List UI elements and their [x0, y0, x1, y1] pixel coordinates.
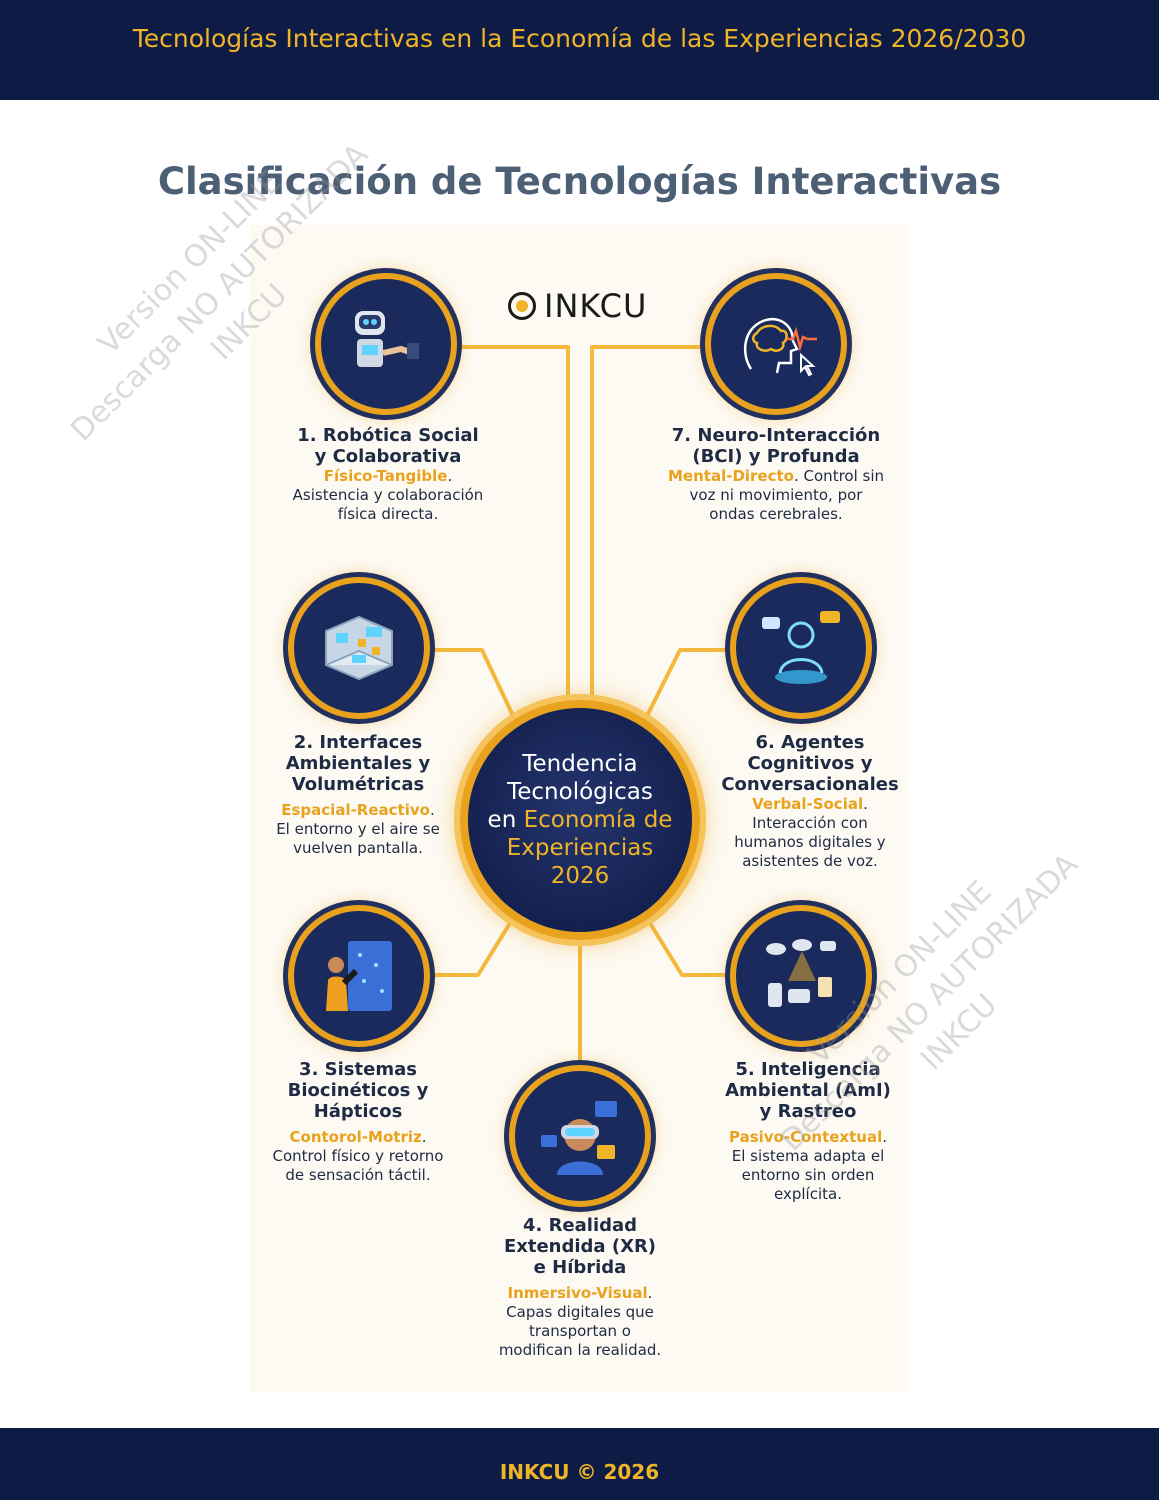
- node-1-label: 1. Robótica Social y Colaborativa Físico…: [280, 425, 496, 524]
- node-3-tag: Contorol-Motriz: [289, 1128, 422, 1146]
- node-3-desc: Control físico y retorno de sensación tá…: [272, 1147, 444, 1184]
- node-5-name-line3: y Rastreo: [759, 1101, 857, 1122]
- node-2-circle: [288, 577, 430, 719]
- holographic-room-icon: [325, 615, 393, 681]
- connector-lines: [428, 345, 732, 1067]
- node-6-label: 6. Agentes Cognitivos y Conversacionales…: [721, 732, 899, 870]
- node-4-tag: Inmersivo-Visual: [507, 1284, 648, 1302]
- connector-2: [428, 648, 517, 722]
- node-5-name-line2: Ambiental (AmI): [725, 1080, 891, 1101]
- node-7-label: 7. Neuro-Interacción (BCI) y Profunda Me…: [668, 425, 885, 523]
- node-7-name-line1: 7. Neuro-Interacción: [671, 425, 881, 446]
- footer-bar: [0, 1428, 1159, 1500]
- sensors-icon: [766, 939, 836, 1007]
- node-5-tag: Pasivo-Contextual: [729, 1128, 883, 1146]
- center-line-2: Tecnológicas: [507, 779, 653, 805]
- connector-7: [590, 345, 707, 702]
- center-line-4: Experiencias: [506, 835, 654, 861]
- node-3-name-line3: Hápticos: [313, 1101, 403, 1122]
- logo-text: INKCU: [544, 287, 648, 325]
- node-2-tag: Espacial-Reactivo: [281, 801, 430, 819]
- node-7-name-line2: (BCI) y Profunda: [692, 446, 860, 467]
- node-7-desc: Control sin voz ni movimiento, por ondas…: [689, 467, 885, 523]
- connector-5: [646, 918, 732, 977]
- page-title: Clasificación de Tecnologías Interactiva…: [157, 160, 1002, 203]
- node-3-name-line2: Biocinéticos y: [287, 1080, 429, 1101]
- node-6-name-line2: Cognitivos y: [747, 753, 873, 774]
- node-2-desc: El entorno y el aire se vuelven pantalla…: [276, 820, 440, 857]
- node-7-circle: [705, 273, 847, 415]
- robot-handshake-icon: [355, 311, 419, 367]
- node-1-tag: Físico-Tangible: [323, 467, 448, 485]
- infographic: INKCU 1. Robótica Social y Colaborativa …: [250, 225, 908, 1393]
- node-5-label: 5. Inteligencia Ambiental (AmI) y Rastre…: [718, 1059, 898, 1204]
- node-5-circle: [730, 905, 872, 1047]
- node-3-label: 3. Sistemas Biocinéticos y Hápticos Cont…: [270, 1059, 446, 1185]
- node-1-name-line1: 1. Robótica Social: [297, 425, 479, 446]
- node-4-circle: [509, 1065, 651, 1207]
- center-line-1: Tendencia: [522, 751, 638, 777]
- node-4-name-line1: 4. Realidad: [522, 1215, 638, 1236]
- vr-headset-icon: [541, 1101, 617, 1175]
- node-4-name-line2: Extendida (XR): [503, 1236, 657, 1257]
- node-6-desc: Interacción con humanos digitales y asis…: [734, 814, 886, 870]
- node-6-name-line3: Conversacionales: [721, 774, 899, 795]
- haptic-glove-icon: [326, 941, 392, 1011]
- connector-1: [453, 345, 570, 702]
- connector-3: [428, 918, 514, 977]
- node-1-name-line2: y Colaborativa: [314, 446, 462, 467]
- center-line-3: en Economía de: [487, 807, 673, 833]
- node-2-name-line3: Volumétricas: [291, 774, 425, 795]
- node-3-name-line1: 3. Sistemas: [299, 1059, 417, 1080]
- node-1-desc: Asistencia y colaboración física directa…: [292, 486, 484, 523]
- node-4-name-line3: e Híbrida: [533, 1257, 627, 1278]
- node-3-circle: [288, 905, 430, 1047]
- node-5-desc: El sistema adapta el entorno sin orden e…: [731, 1147, 885, 1203]
- brand-logo: INKCU: [508, 287, 647, 325]
- node-6-name-line1: 6. Agentes: [755, 732, 865, 753]
- node-6-circle: [730, 577, 872, 719]
- node-7-tag: Mental-Directo: [668, 467, 794, 485]
- footer-text: INKCU © 2026: [499, 1460, 660, 1484]
- node-1-circle: [315, 273, 457, 415]
- node-6-tag: Verbal-Social: [752, 795, 864, 813]
- brain-wave-icon: [743, 318, 817, 377]
- center-hub: Tendencia Tecnológicas en Economía de Ex…: [460, 700, 700, 940]
- node-2-label: 2. Interfaces Ambientales y Volumétricas…: [270, 732, 446, 858]
- digital-human-icon: [762, 611, 840, 684]
- node-2-name-line2: Ambientales y: [285, 753, 431, 774]
- connector-6: [643, 648, 732, 722]
- center-line-5: 2026: [550, 863, 610, 889]
- header-bar: [0, 0, 1159, 100]
- document-header-title: Tecnologías Interactivas en la Economía …: [132, 24, 1027, 53]
- node-4-desc: Capas digitales que transportan o modifi…: [498, 1303, 662, 1359]
- node-4-label: 4. Realidad Extendida (XR) e Híbrida Inm…: [480, 1215, 680, 1360]
- node-5-name-line1: 5. Inteligencia: [735, 1059, 881, 1080]
- node-2-name-line1: 2. Interfaces: [293, 732, 423, 753]
- logo-mark-icon: [508, 292, 536, 320]
